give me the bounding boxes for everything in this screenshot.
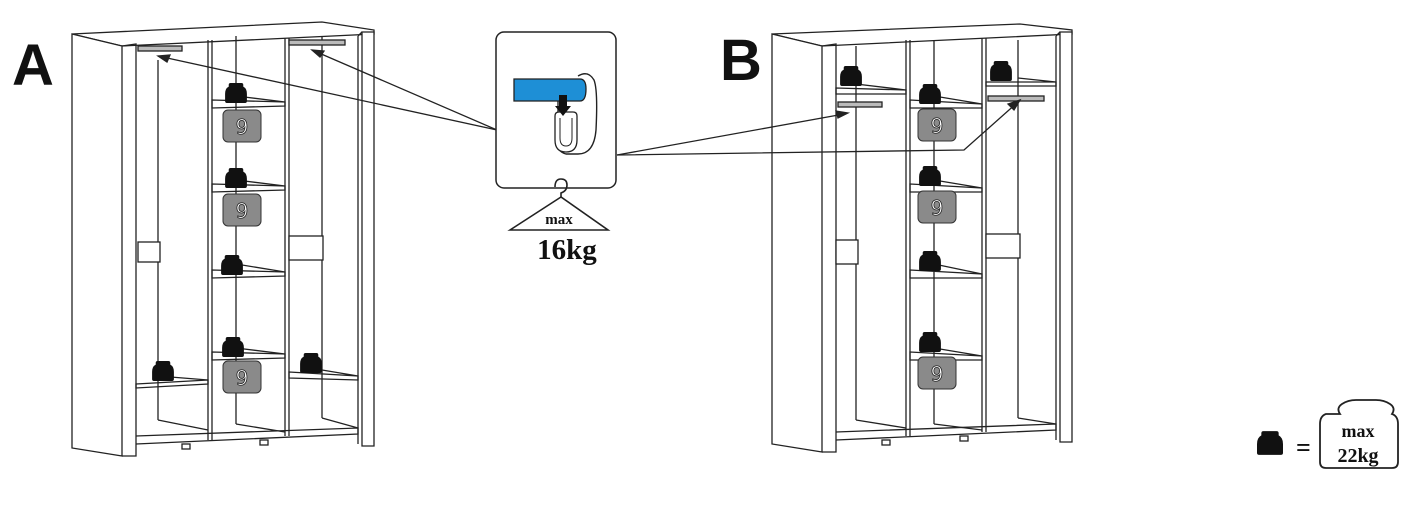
svg-text:9: 9 — [236, 115, 249, 139]
shelf-load-badge: 9 — [222, 109, 262, 143]
weight-icon — [221, 255, 243, 275]
weight-icon — [919, 166, 941, 186]
rail-detail-callout: max 16kg — [495, 31, 617, 266]
weight-icon — [152, 361, 174, 381]
weight-icon — [1257, 431, 1283, 455]
shelf-load-badge: 9 — [917, 108, 957, 142]
hanger-max-label: max — [545, 212, 573, 228]
weight-icon — [225, 168, 247, 188]
shelf-load-badge: 9 — [222, 193, 262, 227]
shelf-load-badge: 9 — [222, 360, 262, 394]
weight-icon — [222, 337, 244, 357]
weight-icon — [919, 251, 941, 271]
svg-text:9: 9 — [931, 196, 944, 220]
wardrobe-b — [771, 23, 1073, 453]
hanging-rail-bracket-icon — [513, 73, 598, 155]
wardrobe-a — [71, 21, 375, 457]
hanging-rail — [137, 45, 183, 52]
hanging-rail — [987, 95, 1045, 102]
weight-icon — [919, 332, 941, 352]
weight-icon — [225, 83, 247, 103]
legend-load-label: 22kg — [1337, 445, 1378, 467]
pointer-lines — [156, 49, 1022, 156]
legend-max-label: max — [1342, 421, 1375, 441]
svg-text:9: 9 — [931, 362, 944, 386]
equals-sign: = — [1296, 433, 1311, 462]
hanging-rail — [837, 101, 883, 108]
weight-icon — [919, 84, 941, 104]
shelf-load-badge: 9 — [917, 356, 957, 390]
weight-outline-icon — [1319, 399, 1399, 469]
variant-b-label: B — [720, 28, 762, 93]
svg-text:9: 9 — [931, 114, 944, 138]
weight-icon — [300, 353, 322, 373]
clothes-hanger-icon — [507, 178, 611, 231]
svg-text:9: 9 — [236, 199, 249, 223]
hanger-load-label: 16kg — [537, 234, 597, 266]
shelf-load-badge: 9 — [917, 190, 957, 224]
variant-a-label: A — [12, 33, 54, 98]
weight-icon — [990, 61, 1012, 81]
weight-legend: = max 22kg — [1257, 399, 1399, 469]
weight-icon — [840, 66, 862, 86]
hanging-rail — [288, 39, 346, 46]
svg-text:9: 9 — [236, 366, 249, 390]
